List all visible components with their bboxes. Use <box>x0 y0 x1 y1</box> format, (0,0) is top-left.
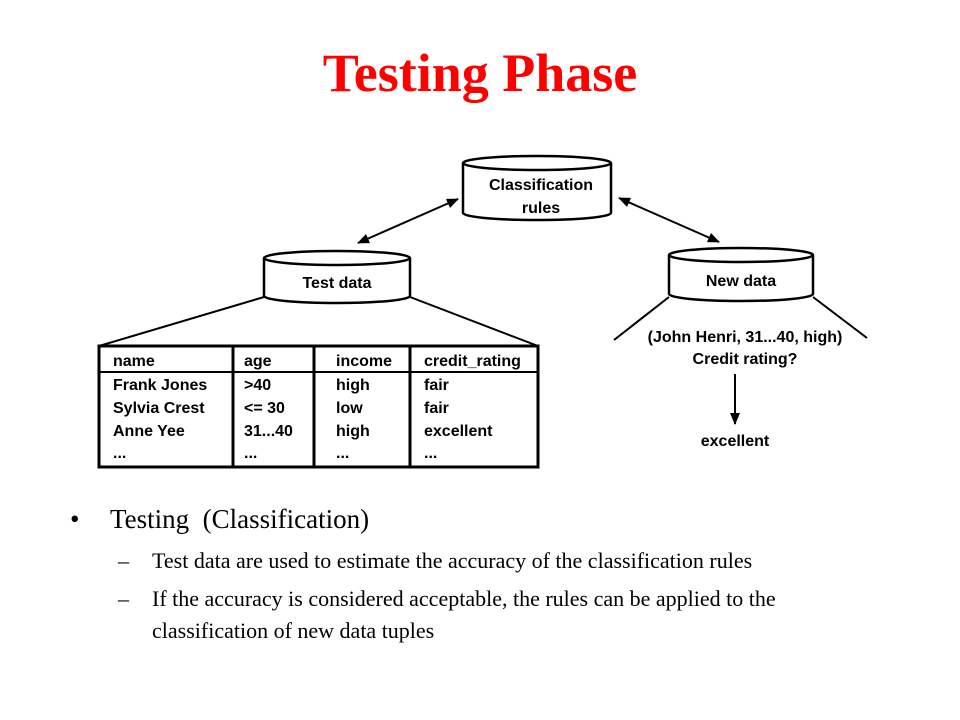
test-data-database: Test data <box>262 249 412 305</box>
classification-rules-label-line1: Classification <box>489 177 593 194</box>
expand-line-left <box>98 296 265 347</box>
sub-bullet: – If the accuracy is considered acceptab… <box>70 583 930 647</box>
table-header-credit-rating: credit_rating <box>424 353 521 370</box>
new-data-label: New data <box>706 273 776 290</box>
credit-rating-question: Credit rating? <box>693 351 798 368</box>
prediction-result: excellent <box>701 433 770 450</box>
table-cell: high <box>336 377 370 394</box>
table-cell: >40 <box>244 377 271 394</box>
expand-line-right <box>409 296 539 347</box>
table-header-income: income <box>336 353 392 370</box>
query-line-left <box>613 296 670 341</box>
table-cell: 31...40 <box>244 423 293 440</box>
new-tuple-text: (John Henri, 31...40, high) <box>648 329 843 346</box>
table-cell: Frank Jones <box>113 377 207 394</box>
table-cell: low <box>336 400 363 417</box>
classification-rules-database: Classification rules <box>461 154 613 222</box>
table-header-age: age <box>244 353 272 370</box>
sub-bullet-text: Test data are used to estimate the accur… <box>152 548 753 573</box>
table-cell: ... <box>424 445 437 462</box>
classification-diagram: Classification rules Test data New data … <box>97 154 868 469</box>
dash-icon: – <box>118 586 129 611</box>
test-data-label: Test data <box>302 275 371 292</box>
sub-bullet-text: If the accuracy is considered acceptable… <box>152 586 776 643</box>
table-cell: fair <box>424 400 449 417</box>
new-data-database: New data <box>667 246 815 303</box>
dash-icon: – <box>118 548 129 573</box>
bullet-main: • Testing (Classification) <box>70 504 930 535</box>
bullet-list: • Testing (Classification) – Test data a… <box>70 504 930 647</box>
table-header-name: name <box>113 353 155 370</box>
table-cell: <= 30 <box>244 400 285 417</box>
table-cell: fair <box>424 377 449 394</box>
slide-title: Testing Phase <box>322 43 638 103</box>
classification-rules-label-line2: rules <box>522 200 560 217</box>
bullet-dot-icon: • <box>70 504 80 534</box>
table-cell: ... <box>244 445 257 462</box>
query-line-right <box>812 296 868 339</box>
table-cell: high <box>336 423 370 440</box>
table-cell: ... <box>336 445 349 462</box>
table-cell: Sylvia Crest <box>113 400 205 417</box>
test-data-table: name age income credit_rating Frank Jone… <box>97 344 540 469</box>
arrow-rules-new <box>618 197 720 243</box>
arrow-rules-test <box>357 198 459 244</box>
sub-bullet: – Test data are used to estimate the acc… <box>70 545 930 577</box>
table-cell: ... <box>113 445 126 462</box>
table-cell: excellent <box>424 423 493 440</box>
bullet-main-text: Testing (Classification) <box>110 504 370 534</box>
table-cell: Anne Yee <box>113 423 185 440</box>
